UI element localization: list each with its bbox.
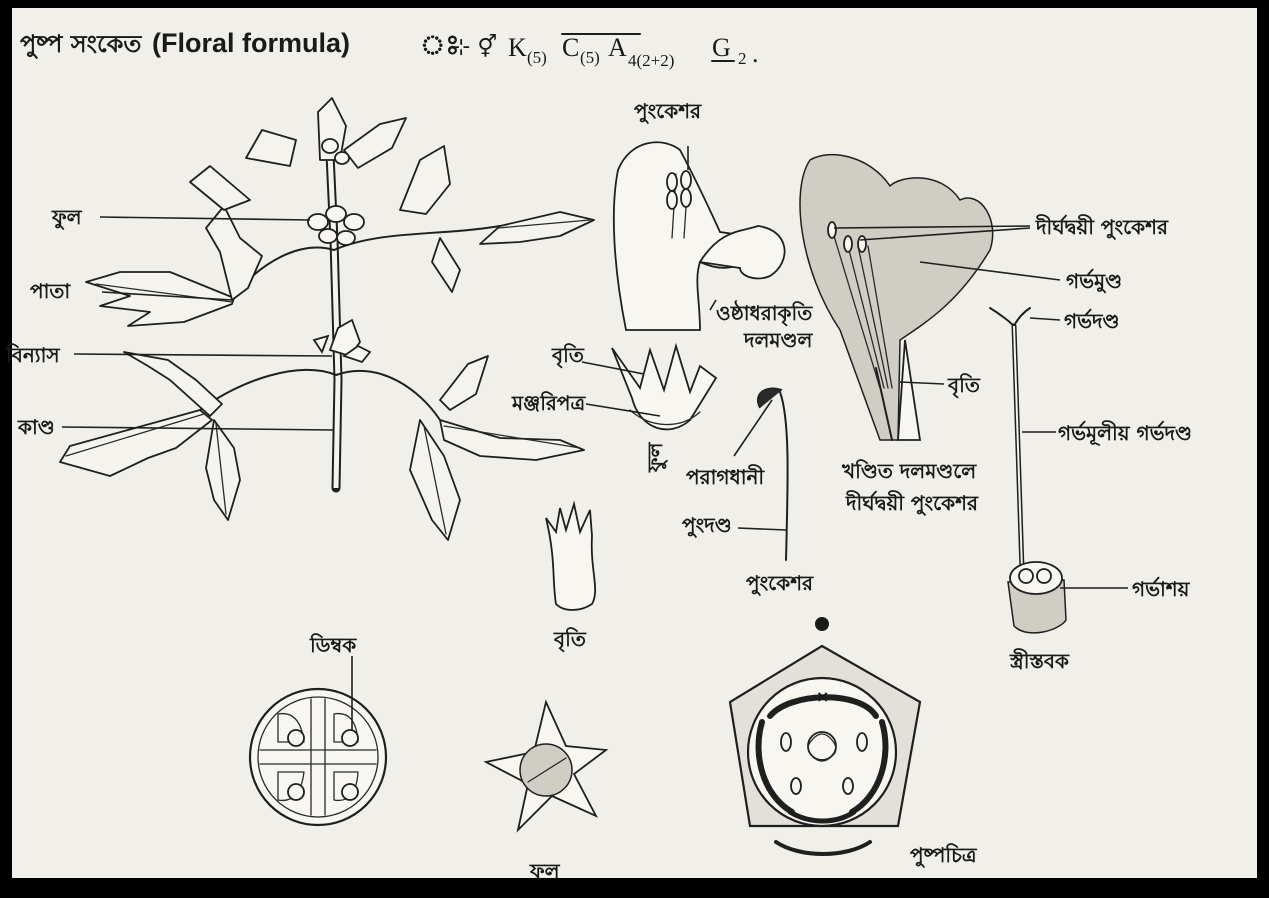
- leader-flower: [100, 217, 310, 220]
- label-bilabiate-2: দলমণ্ডল: [743, 328, 813, 352]
- label-inflorescence: বিন্যাস: [5, 343, 60, 367]
- label-bilabiate-1: ওষ্ঠাধরাকৃতি: [716, 300, 813, 326]
- leader-inflorescence: [74, 354, 332, 356]
- label-split-corolla-1: খণ্ডিত দলমণ্ডলে: [841, 459, 977, 483]
- formula-corolla: C: [562, 33, 579, 62]
- label-fruit: ফল: [529, 859, 561, 883]
- label-style: গর্ভদণ্ড: [1064, 308, 1119, 333]
- split-corolla: [800, 155, 993, 440]
- formula-gynoecium-sub: 2: [738, 49, 747, 68]
- leader-anther: [734, 400, 772, 456]
- label-calyx-alone: বৃতি: [553, 627, 587, 652]
- formula-prefix: পুষ্প সংকেত: [20, 30, 142, 59]
- label-anther: পরাগধানী: [686, 464, 765, 489]
- leader-calyx-flower: [582, 362, 644, 374]
- formula-end: .: [752, 39, 759, 68]
- formula-androecium-sub: 4(2+2): [628, 51, 674, 70]
- leader-filament: [738, 528, 786, 530]
- label-bract: মঞ্জরিপত্র: [511, 391, 586, 415]
- ovary-cross-section: [250, 689, 386, 825]
- floral-formula: পুষ্প সংকেত (Floral formula) ঃ ⊹ ⚥ K (5)…: [20, 28, 759, 70]
- flower-side-view: [612, 142, 785, 429]
- formula-calyx: K: [508, 33, 527, 62]
- label-gynoecium: স্ত্রীস্তবক: [1009, 648, 1070, 673]
- label-flower-on-stem: ফুল: [51, 205, 83, 230]
- svg-text:×: ×: [816, 687, 829, 706]
- formula-calyx-sub: (5): [527, 48, 547, 67]
- formula-symbols: ⊹ ⚥: [452, 33, 497, 60]
- floral-diagram: ×: [730, 617, 920, 854]
- label-leaf: পাতা: [30, 279, 71, 303]
- formula-androecium: A: [608, 33, 627, 62]
- plant-branch-illustration: [60, 98, 594, 540]
- label-ovule: ডিম্বক: [309, 633, 357, 657]
- fruit-illustration: [486, 702, 606, 830]
- label-flower: ফুল: [643, 441, 668, 473]
- label-stem: কাণ্ড: [17, 415, 55, 439]
- label-ovary: গর্ভাশয়: [1132, 576, 1191, 601]
- formula-corolla-sub: (5): [580, 48, 600, 67]
- formula-title: (Floral formula): [152, 28, 350, 58]
- label-calyx-flower: বৃতি: [551, 343, 585, 368]
- label-calyx-split: বৃতি: [947, 373, 981, 398]
- formula-gynoecium: G: [712, 33, 731, 62]
- label-gynobasic-style: গর্ভমূলীয় গর্ভদণ্ড: [1058, 420, 1192, 446]
- leader-style: [1030, 318, 1060, 320]
- label-filament: পুংদণ্ড: [682, 513, 732, 538]
- gynoecium-illustration: [990, 308, 1066, 633]
- label-floral-diagram: পুষ্পচিত্র: [910, 843, 978, 868]
- axis-dot: [815, 617, 829, 631]
- label-stamen-top: পুংকেশর: [634, 99, 702, 124]
- label-stigma: গর্ভমুণ্ড: [1066, 268, 1122, 294]
- label-stamen: পুংকেশর: [746, 571, 814, 596]
- label-didynamous-stamen: দীর্ঘদ্বয়ী পুংকেশর: [1035, 214, 1169, 240]
- label-split-corolla-2: দীর্ঘদ্বয়ী পুংকেশর: [845, 490, 979, 516]
- calyx-alone-illustration: [546, 504, 595, 610]
